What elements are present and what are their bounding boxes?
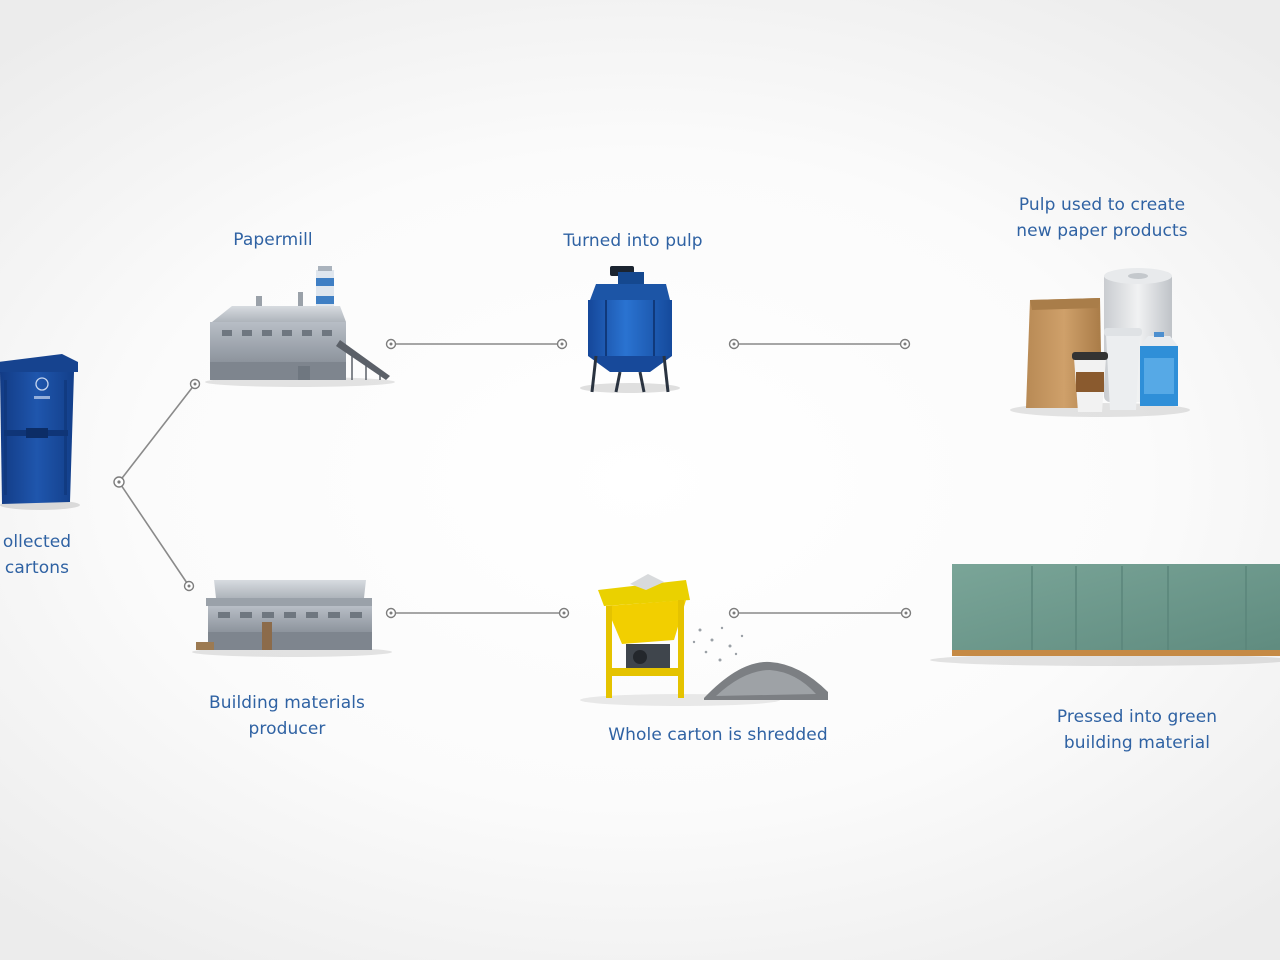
pulper-tank-icon [580, 266, 680, 393]
label-building-materials-producer: Building materials producer [209, 690, 365, 742]
label-collected-line1: ollected [2, 532, 72, 552]
label-green-material-line2: building material [1063, 733, 1211, 753]
papermill-factory-icon [205, 266, 395, 387]
label-turned-into-pulp: Turned into pulp [563, 228, 702, 254]
label-collected-cartons: ollected cartons [3, 529, 71, 581]
label-green-building-material: Pressed into green building material [1057, 704, 1217, 756]
building-materials-factory-icon [192, 580, 392, 657]
label-pulp-line1: Turned into pulp [563, 231, 703, 251]
label-building-producer-line2: producer [248, 719, 326, 739]
green-building-boards-icon [930, 564, 1280, 666]
label-shredded-line1: Whole carton is shredded [608, 725, 828, 745]
label-building-producer-line1: Building materials [209, 693, 365, 713]
paper-products-icon [1010, 268, 1190, 417]
label-paper-products-line2: new paper products [1016, 221, 1188, 241]
label-papermill-line1: Papermill [233, 230, 313, 250]
label-papermill: Papermill [233, 227, 312, 253]
recycling-bin-icon [0, 354, 80, 510]
label-paper-products: Pulp used to create new paper products [1016, 192, 1187, 244]
connectors [118, 343, 906, 614]
connector-split-down [118, 481, 190, 587]
label-green-material-line1: Pressed into green [1056, 707, 1218, 727]
connector-split-up [118, 383, 196, 483]
label-collected-line2: cartons [4, 558, 70, 578]
shredder-machine-icon [580, 574, 828, 706]
label-whole-carton-shredded: Whole carton is shredded [608, 722, 828, 748]
label-paper-products-line1: Pulp used to create [1018, 195, 1186, 215]
connector-nodes [113, 338, 912, 619]
